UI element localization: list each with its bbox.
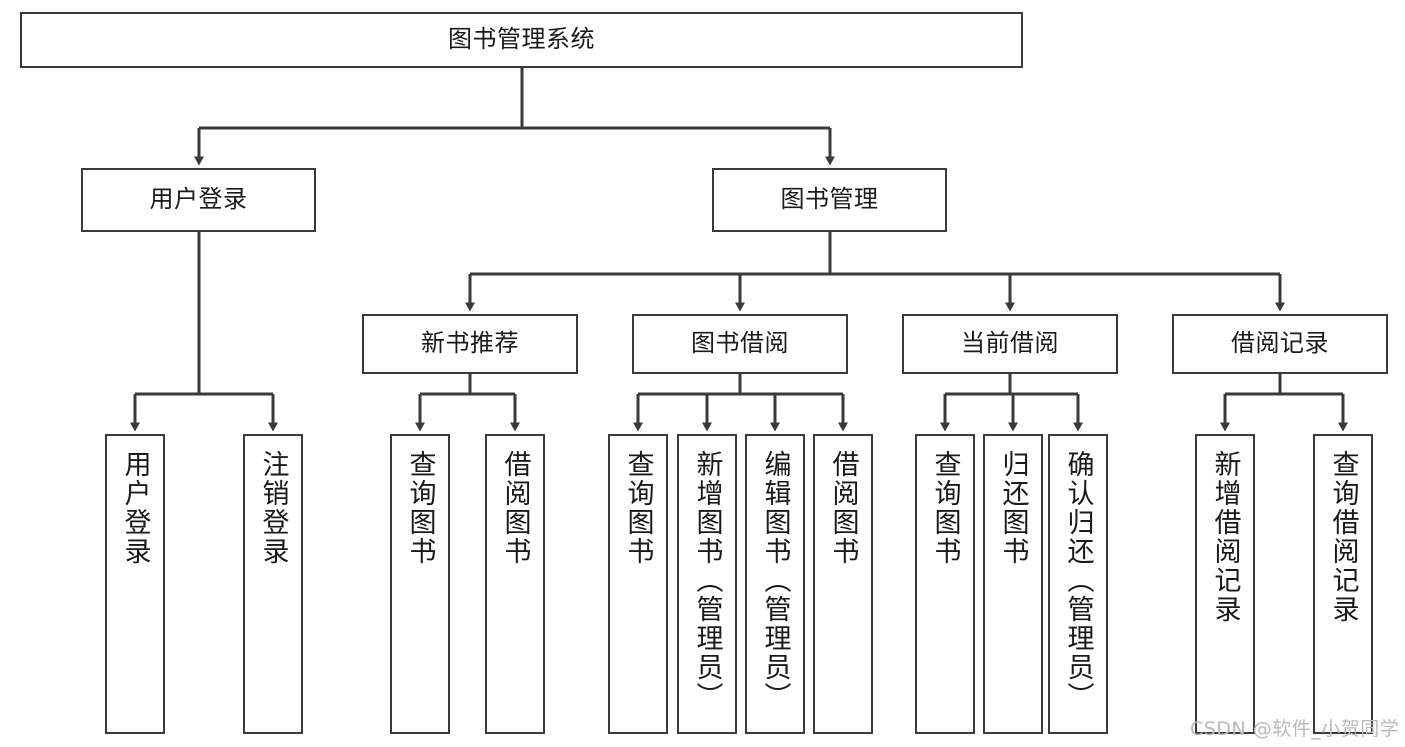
node-leaf-query-book-current-label: 查询图书 bbox=[929, 450, 961, 566]
node-book-borrowing[interactable]: 图书借阅 bbox=[632, 314, 848, 374]
node-leaf-borrow-book-recommendation-label: 借阅图书 bbox=[499, 450, 531, 566]
node-leaf-user-login[interactable]: 用户登录 bbox=[105, 434, 165, 734]
node-root[interactable]: 图书管理系统 bbox=[20, 12, 1023, 68]
watermark: CSDN @软件_小贺同学 bbox=[1190, 718, 1400, 740]
node-leaf-borrow-book-borrowing-label: 借阅图书 bbox=[827, 450, 859, 566]
node-user-login-label: 用户登录 bbox=[149, 185, 248, 214]
node-leaf-logout-label: 注销登录 bbox=[257, 450, 289, 566]
node-root-label: 图书管理系统 bbox=[448, 25, 595, 54]
node-leaf-add-borrow-record[interactable]: 新增借阅记录 bbox=[1195, 434, 1255, 734]
node-leaf-logout[interactable]: 注销登录 bbox=[243, 434, 303, 734]
node-current-borrowing[interactable]: 当前借阅 bbox=[902, 314, 1118, 374]
node-leaf-query-book-borrowing-label: 查询图书 bbox=[622, 450, 654, 566]
node-book-management[interactable]: 图书管理 bbox=[712, 168, 947, 232]
node-leaf-return-book[interactable]: 归还图书 bbox=[983, 434, 1043, 734]
node-leaf-confirm-return[interactable]: 确认归还（管理员） bbox=[1048, 434, 1108, 734]
node-leaf-edit-book-label: 编辑图书（管理员） bbox=[759, 450, 791, 711]
node-leaf-query-borrow-record-label: 查询借阅记录 bbox=[1327, 450, 1359, 624]
node-borrowing-records[interactable]: 借阅记录 bbox=[1172, 314, 1388, 374]
node-borrowing-records-label: 借阅记录 bbox=[1231, 329, 1329, 358]
node-leaf-return-book-label: 归还图书 bbox=[997, 450, 1029, 566]
node-leaf-edit-book[interactable]: 编辑图书（管理员） bbox=[745, 434, 805, 734]
node-leaf-query-book-current[interactable]: 查询图书 bbox=[915, 434, 975, 734]
node-leaf-borrow-book-recommendation[interactable]: 借阅图书 bbox=[485, 434, 545, 734]
node-leaf-add-book-label: 新增图书（管理员） bbox=[691, 450, 723, 711]
node-leaf-query-book-borrowing[interactable]: 查询图书 bbox=[608, 434, 668, 734]
node-leaf-add-borrow-record-label: 新增借阅记录 bbox=[1209, 450, 1241, 624]
node-book-borrowing-label: 图书借阅 bbox=[691, 329, 789, 358]
node-leaf-borrow-book-borrowing[interactable]: 借阅图书 bbox=[813, 434, 873, 734]
node-new-book-recommendation-label: 新书推荐 bbox=[421, 329, 519, 358]
node-leaf-query-book-recommendation-label: 查询图书 bbox=[404, 450, 436, 566]
node-book-management-label: 图书管理 bbox=[780, 185, 879, 214]
node-leaf-query-borrow-record[interactable]: 查询借阅记录 bbox=[1313, 434, 1373, 734]
node-leaf-user-login-label: 用户登录 bbox=[119, 450, 151, 566]
node-leaf-query-book-recommendation[interactable]: 查询图书 bbox=[390, 434, 450, 734]
node-leaf-confirm-return-label: 确认归还（管理员） bbox=[1062, 450, 1094, 711]
node-user-login[interactable]: 用户登录 bbox=[81, 168, 316, 232]
node-leaf-add-book[interactable]: 新增图书（管理员） bbox=[677, 434, 737, 734]
node-new-book-recommendation[interactable]: 新书推荐 bbox=[362, 314, 578, 374]
node-current-borrowing-label: 当前借阅 bbox=[961, 329, 1059, 358]
